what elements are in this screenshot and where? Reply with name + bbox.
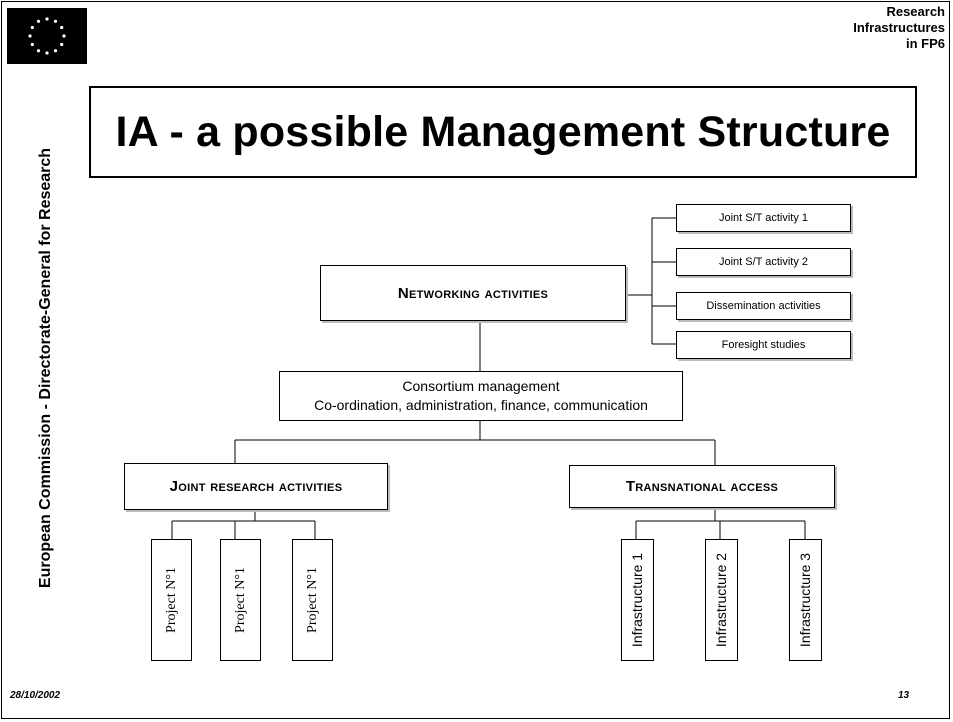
project-box: Project N°1: [151, 539, 192, 661]
transnational-access-box: Transnational access: [569, 465, 835, 508]
consortium-subtitle: Co-ordination, administration, finance, …: [314, 397, 648, 413]
star-icon: [45, 17, 49, 21]
dissemination-activities-box: Dissemination activities: [676, 292, 851, 320]
footer-date: 28/10/2002: [10, 690, 61, 701]
project-label: Project N°1: [163, 567, 179, 633]
corner-title-line: in FP6: [905, 36, 945, 51]
star-icon: [36, 49, 41, 53]
eu-flag-logo-icon: [7, 8, 87, 64]
networking-activities-box: Networking activities: [320, 265, 626, 321]
star-icon: [30, 25, 34, 30]
project-box: Project N°1: [220, 539, 261, 661]
infrastructure-label: Infrastructure 1: [629, 552, 646, 648]
star-icon: [36, 19, 41, 23]
consortium-title: Consortium management: [402, 378, 560, 394]
star-icon: [45, 51, 49, 55]
joint-st-activity-1-box: Joint S/T activity 1: [676, 204, 851, 232]
infrastructure-box: Infrastructure 1: [621, 539, 654, 661]
star-icon: [30, 42, 34, 47]
star-icon: [53, 49, 58, 53]
infrastructure-box: Infrastructure 3: [789, 539, 822, 661]
slide-title: IA - a possible Management Structure: [89, 86, 917, 178]
star-icon: [28, 34, 32, 38]
corner-title-line: Infrastructures: [853, 20, 945, 35]
star-icon: [53, 19, 58, 23]
foresight-studies-box: Foresight studies: [676, 331, 851, 359]
infrastructure-label: Infrastructure 3: [797, 552, 814, 648]
corner-title-line: Research: [886, 4, 945, 19]
project-box: Project N°1: [292, 539, 333, 661]
project-label: Project N°1: [304, 567, 320, 633]
corner-title: Research Infrastructures in FP6: [853, 4, 945, 52]
joint-research-activities-box: Joint research activities: [124, 463, 388, 510]
infrastructure-label: Infrastructure 2: [713, 552, 730, 648]
project-label: Project N°1: [232, 567, 248, 633]
infrastructure-box: Infrastructure 2: [705, 539, 738, 661]
consortium-management-box: Consortium management Co-ordination, adm…: [279, 371, 683, 421]
joint-st-activity-2-box: Joint S/T activity 2: [676, 248, 851, 276]
star-icon: [62, 34, 66, 38]
star-icon: [60, 25, 64, 30]
star-icon: [60, 42, 64, 47]
page-number: 13: [898, 690, 910, 701]
